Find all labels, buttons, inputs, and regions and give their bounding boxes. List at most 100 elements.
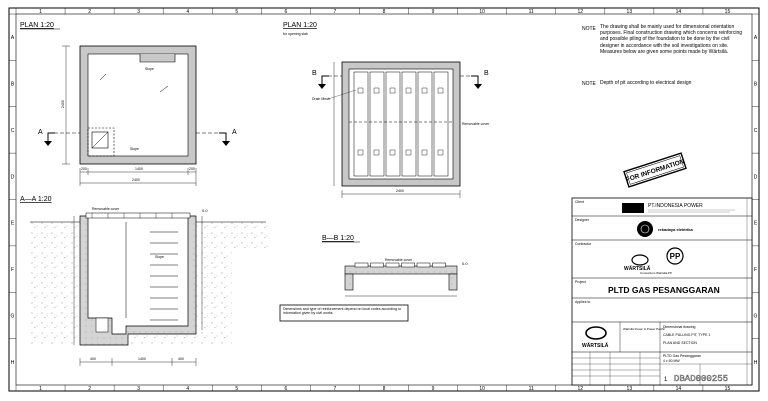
slab-handle [421,149,428,156]
desc-1: Dimensional drawing [663,325,696,329]
grid-col-label: 1 [39,9,42,15]
grid-col-label: 7 [334,386,337,392]
cover-slab [433,71,449,177]
grid-col-label: 5 [235,9,238,15]
slab-handle [373,87,380,94]
note-text-2: Depth of pit according to electrical des… [600,80,692,86]
project-label: Project [575,280,586,284]
slab-handle [437,87,444,94]
grid-col-label: 11 [529,386,534,392]
grid-col-label: 6 [284,9,287,15]
cover-slab [385,71,401,177]
grid-row-label: A [11,35,15,41]
note-label-1: NOTE [582,26,597,32]
bb-cover-slabs [354,262,446,268]
grid-col-label: 2 [88,9,91,15]
grid-row-label: C [11,128,15,134]
right-dim-width: 2400 [396,189,404,193]
plan-dim-b2: 1400 [135,167,143,171]
grid-row-label: G [754,313,758,319]
notes-block: NOTE NOTE The drawing shall be mainly us… [582,24,743,87]
plan-dim-b3: 200 [189,167,195,171]
grid-row-label: E [754,221,758,227]
removable-cover-slabs [349,71,453,177]
plan-right-subtitle: for opening slab [283,32,308,36]
desc-4: PLTD Gas Pesanggaran [663,354,701,358]
contractor-label: Contractor [575,242,592,246]
grid-col-label: 10 [479,9,485,15]
bb-slab [432,262,446,268]
grid-col-label: 13 [627,386,633,392]
company-sub: Wärtsilä Power & Power Pacific [623,327,666,331]
note-text-1: The drawing shall be mainly used for dim… [600,24,743,55]
plan-left-title: PLAN 1:20 [20,22,54,29]
grid-row-label: D [754,174,758,180]
section-marker-b-left: B [312,70,342,89]
plan-dim-width: 2400 [132,178,140,182]
slab-handle [373,149,380,156]
svg-text:B: B [312,70,317,77]
level-label-bb: 0.0 [462,261,468,266]
grid-row-label: C [754,128,758,134]
slab-handle [357,149,364,156]
grid-col-label: 14 [676,386,682,392]
section-bb-view: B—B 1:20 Removable cover 0.0 [322,235,468,297]
section-marker-b-right: B [460,70,489,89]
grid-col-label: 12 [577,386,583,392]
sheet-number: 1 [664,377,668,383]
cover-slab [401,71,417,177]
plan-left-view: PLAN 1:20 Slope Slope A A [20,22,237,186]
svg-text:A: A [38,129,43,136]
grid-row-label: G [11,313,15,319]
grid-col-label: 8 [383,386,386,392]
aa-dim-2: 1400 [138,357,146,361]
bb-slab [401,262,415,268]
cover-slab [353,71,369,177]
grid-col-label: 14 [676,9,682,15]
grid-row-label: F [11,267,14,273]
company-logo: WÄRTSILÄ [582,326,609,349]
note-label-2: NOTE [582,81,597,87]
grid-row-label: A [754,35,758,41]
slab-handle [389,87,396,94]
project-name: PLTD GAS PESANGGARAN [608,285,720,295]
cover-slab [417,71,433,177]
slope-label-aa: Slope [155,255,164,259]
section-marker-a-left: A [38,129,80,146]
applies-label: Applies to [575,300,590,304]
grid-col-label: 4 [186,9,189,15]
section-aa-view: A—A 1:20 Removable cover 0.0 Slope [20,196,268,366]
svg-text:PP: PP [670,252,681,261]
level-label-aa: 0.0 [202,208,208,213]
slab-handle [357,87,364,94]
section-aa-title: A—A 1:20 [20,196,52,203]
svg-text:A: A [232,129,237,136]
section-marker-a-right: A [196,129,237,146]
bb-slab [370,262,384,268]
grid-row-label: B [754,82,758,88]
removable-cover-label-plan: Removable cover [462,122,490,126]
slope-label-2: Slope [130,147,139,151]
cover-slab [369,71,385,177]
plan-dim-height: 2400 [61,100,65,108]
bb-slab [385,262,400,268]
grid-row-label: H [11,360,15,366]
desc-3: PLAN AND SECTION [663,341,697,345]
grid-col-label: 13 [627,9,633,15]
designer-logo [637,221,653,237]
removable-cover-label-aa: Removable cover [92,207,120,211]
grid-col-label: 3 [137,386,140,392]
contractor-logo: PP [631,247,684,266]
grid-row-label: E [11,221,15,227]
designer-label: Designer [575,218,590,222]
svg-text:B: B [484,70,489,77]
designer-name: rekadaya elektrika [658,227,693,232]
grid-col-label: 10 [479,386,485,392]
slab-handle [437,149,444,156]
section-bb-title: B—B 1:20 [322,235,354,242]
svg-text:WÄRTSILÄ: WÄRTSILÄ [582,342,609,349]
slab-handle [405,149,412,156]
reinforcement-note-box: Dimensions and type of reinforcement dep… [279,304,409,322]
